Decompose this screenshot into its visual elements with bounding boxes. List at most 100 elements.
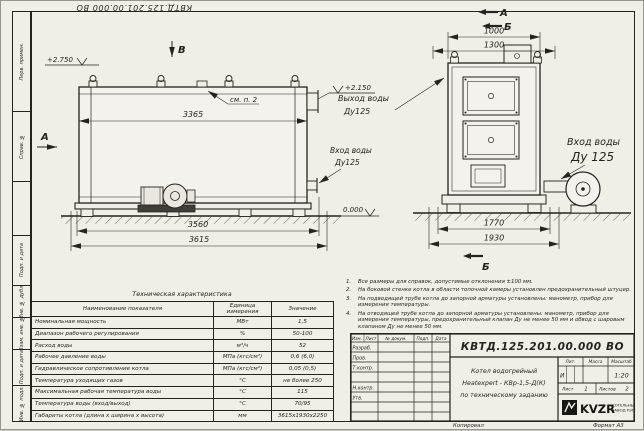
level-top-label: +2.750: [47, 56, 73, 64]
smoke-exhauster: [565, 171, 601, 214]
svg-text:А: А: [40, 132, 49, 143]
product-line-3: по техническому заданию: [460, 392, 548, 399]
tech-table: Наименование показателя Единица измерени…: [31, 301, 334, 423]
outlet-label: Выход воды Ду125: [338, 77, 445, 116]
sheet-value: 1: [584, 387, 588, 393]
scale-label: Масштаб: [611, 359, 632, 365]
svg-text:Вход воды: Вход воды: [330, 146, 372, 155]
company-line-1: КОТЕЛЬНЫЙ: [612, 403, 635, 408]
flipped-doc-number: КВТД.125.201.00.000 ВО: [76, 3, 192, 12]
title-block: Изм. Лист № докум. Подп. Дата Разраб. Пр…: [350, 333, 635, 422]
margin-box: Справ. №: [13, 112, 30, 182]
note-item: 1.Все размеры для справок, допустимые от…: [346, 279, 533, 285]
top-fitting: [196, 80, 208, 88]
level-right-label: +2.150: [345, 84, 371, 92]
burner-unit: [137, 183, 196, 213]
flue-stub: [306, 92, 319, 111]
side-view: [61, 75, 341, 224]
lit-value: И: [560, 373, 565, 380]
col-list: Лист: [365, 336, 377, 342]
svg-text:Б: Б: [504, 22, 512, 33]
company-line-2: ЗАВОД РЭП: [612, 408, 635, 413]
dim-1000: 1000: [484, 27, 504, 36]
svg-text:см. п. 2: см. п. 2: [230, 96, 258, 104]
boiler-body-front: [447, 62, 541, 196]
mass-label: Масса: [589, 359, 603, 365]
dim-1930: 1930: [484, 234, 504, 243]
boiler-skid: [74, 202, 312, 210]
product-line-1: Котел водогрейный: [471, 368, 537, 375]
left-margin-stamps: Перв. примен. Справ. № Подп. и дата Инв.…: [12, 11, 31, 422]
margin-box: [13, 182, 30, 236]
margin-label-inv-podl: Инв. № подл.: [18, 386, 25, 421]
table-row: Диапазон рабочего регулирования%50-100: [31, 327, 334, 341]
margin-box: Подп. и дата: [13, 236, 30, 286]
col-data: Дата: [434, 336, 446, 342]
roof-box: [503, 44, 532, 64]
format-label: Формат А3: [593, 423, 624, 429]
note-item: 4.На отводящей трубе котла до запорной а…: [346, 310, 625, 330]
front-view: [413, 44, 631, 221]
row-prov: Пров.: [353, 355, 367, 361]
doc-number: КВТД.125.201.00.000 ВО: [461, 341, 624, 353]
copied-label: Копировал: [453, 423, 484, 429]
boiler-body-side: [78, 86, 308, 204]
margin-box: Инв. № подл.: [13, 386, 30, 421]
margin-label-inv-dubl: Инв. № дубл.: [18, 286, 25, 318]
note-reference: см. п. 2: [207, 90, 259, 105]
margin-label-podp-data-2: Подп. и дата: [18, 350, 25, 385]
row-razrab: Разраб.: [353, 345, 372, 351]
ash-door: [470, 164, 506, 188]
svg-text:В: В: [178, 45, 186, 56]
tech-table-title: Техническая характеристика: [132, 290, 232, 298]
lower-door: [462, 120, 520, 160]
sheet-label: Лист: [561, 387, 574, 393]
svg-text:Ду 125: Ду 125: [570, 150, 614, 164]
view-mark-B: В: [169, 41, 186, 57]
sheets-value: 2: [625, 387, 629, 393]
row-utv: Утв.: [353, 395, 363, 401]
margin-label-vzam-inv: Взам. инв. №: [18, 318, 25, 350]
dim-3560: 3560: [188, 220, 208, 229]
header-unit: Единица измерения: [213, 301, 272, 317]
note-item: 2.На боковой стенке котла в области топо…: [346, 287, 632, 294]
col-izm: Изм.: [352, 336, 362, 342]
svg-text:Вход воды: Вход воды: [567, 137, 621, 148]
margin-label-perv-primen: Перв. примен.: [18, 42, 25, 81]
row-tkontr: Т.контр.: [353, 365, 374, 371]
logo-text: KVZR: [580, 402, 615, 416]
row-nkontr: Н.контр.: [353, 385, 374, 391]
svg-text:А: А: [499, 8, 508, 19]
margin-label-sprav-no: Справ. №: [18, 133, 25, 160]
level-zero-label: 0.000: [343, 206, 364, 214]
dim-1300: 1300: [484, 41, 504, 50]
table-row: Габариты котла (длина х ширина х высота)…: [31, 409, 334, 423]
view-mark-A: А: [37, 132, 57, 150]
header-value: Значение: [271, 301, 334, 317]
lit-label: Лит.: [565, 359, 576, 365]
upper-door: [462, 76, 520, 116]
margin-label-podp-data-1: Подп. и дата: [18, 243, 25, 278]
dim-3615: 3615: [189, 235, 209, 244]
inlet-label-front: Вход воды Ду 125: [560, 137, 621, 180]
margin-box: Инв. № дубл.: [13, 286, 30, 318]
col-podp: Подп.: [416, 336, 429, 342]
notes: 1.Все размеры для справок, допустимые от…: [346, 279, 635, 332]
level-marks: [45, 57, 379, 217]
dim-3365: 3365: [183, 110, 203, 119]
col-ndoc: № докум.: [384, 336, 406, 342]
sheets-label: Листов: [598, 387, 616, 393]
margin-box: Перв. примен.: [13, 12, 30, 112]
margin-box: Взам. инв. №: [13, 318, 30, 350]
scale-value: 1:20: [614, 372, 629, 380]
lifting-eyes: [88, 75, 300, 88]
svg-text:Ду125: Ду125: [343, 107, 370, 116]
